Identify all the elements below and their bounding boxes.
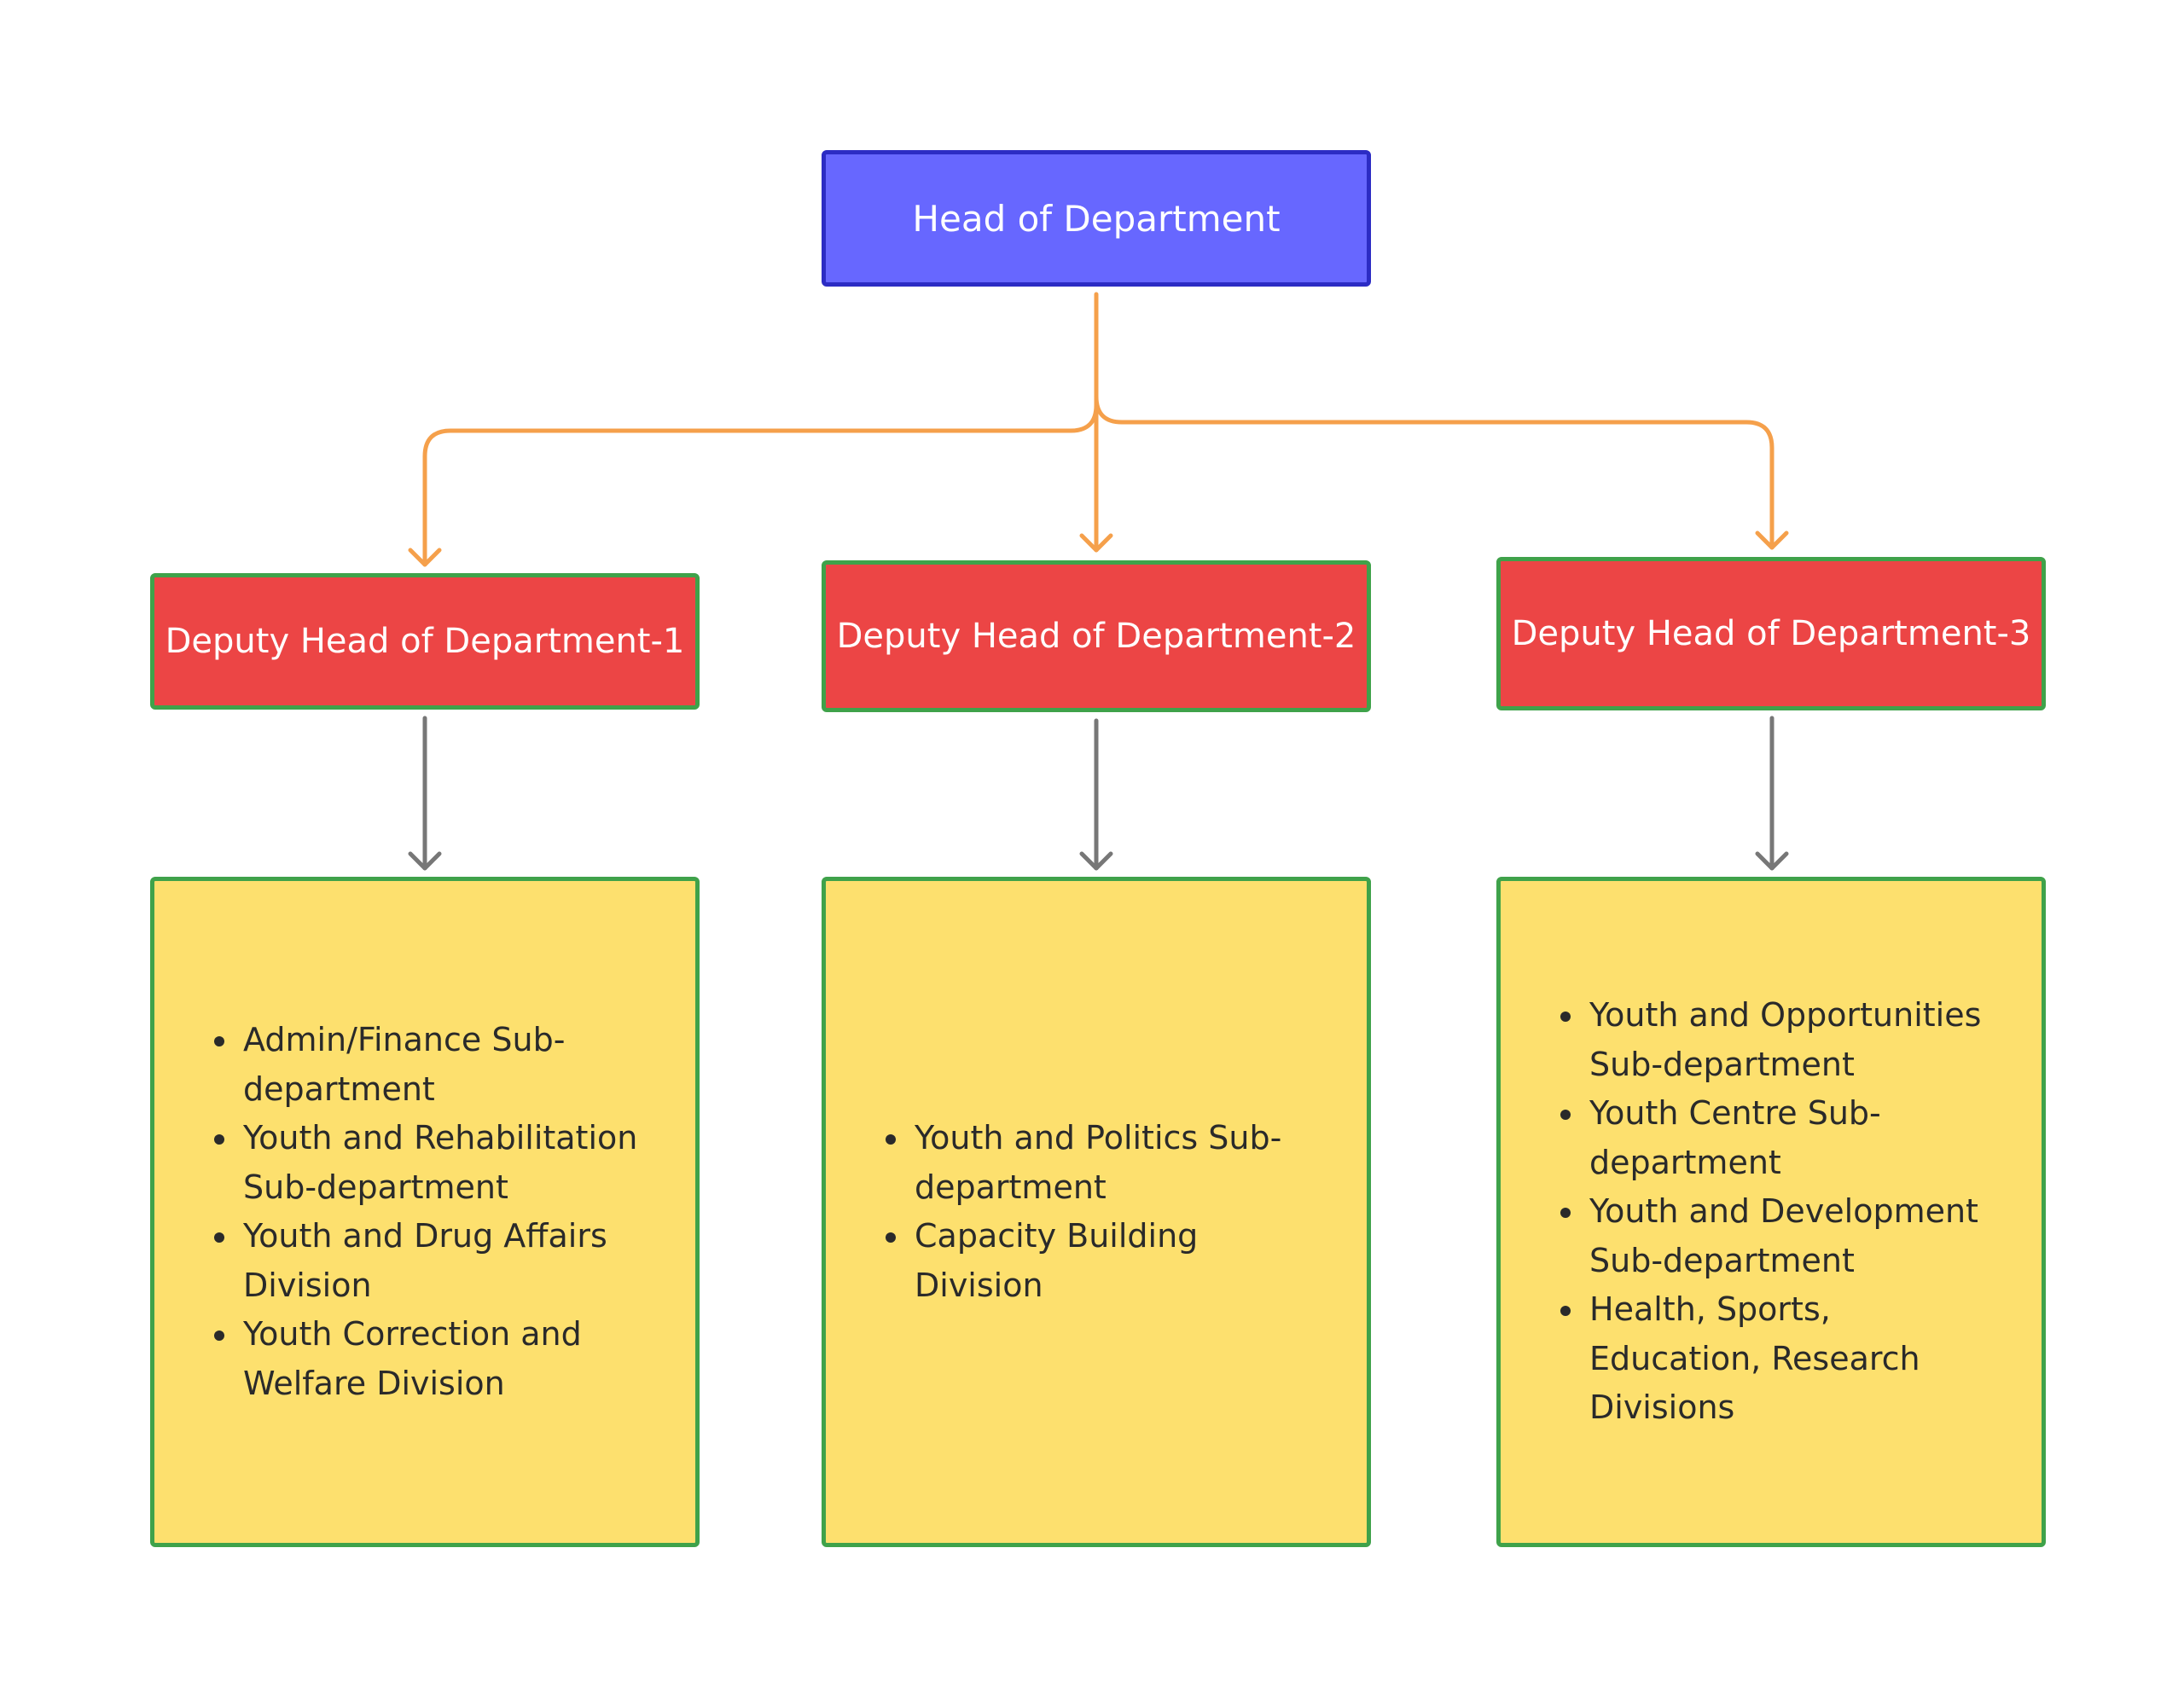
- head-of-department-label: Head of Department: [912, 197, 1281, 240]
- connector-arrowhead-division-2: [1079, 851, 1113, 871]
- divisions-2-list: Youth and Politics Sub-department Capaci…: [826, 1114, 1367, 1310]
- divisions-2-node: Youth and Politics Sub-department Capaci…: [822, 877, 1371, 1547]
- list-item: Youth and Opportunities Sub-department: [1586, 991, 2007, 1089]
- deputy-head-1-label: Deputy Head of Department-1: [165, 622, 685, 661]
- list-item: Health, Sports, Education, Research Divi…: [1586, 1285, 2007, 1433]
- connector-arrowhead-deputy-2: [1079, 533, 1113, 553]
- deputy-head-1-node: Deputy Head of Department-1: [150, 573, 700, 710]
- deputy-head-2-label: Deputy Head of Department-2: [836, 617, 1356, 656]
- connector-arrowhead-deputy-1: [408, 548, 442, 567]
- connector-arrowhead-division-3: [1755, 851, 1789, 871]
- connector-arrowhead-deputy-3: [1755, 530, 1789, 550]
- connector-head-to-deputy-1: [422, 403, 1099, 567]
- list-item: Capacity Building Division: [911, 1212, 1333, 1310]
- list-item: Youth and Politics Sub-department: [911, 1114, 1333, 1212]
- list-item: Youth and Rehabilitation Sub-department: [240, 1114, 661, 1212]
- list-item: Youth Centre Sub-department: [1586, 1089, 2007, 1187]
- divisions-1-node: Admin/Finance Sub-department Youth and R…: [150, 877, 700, 1547]
- head-of-department-node: Head of Department: [822, 150, 1371, 287]
- list-item: Youth and Drug Affairs Division: [240, 1212, 661, 1310]
- divisions-1-list: Admin/Finance Sub-department Youth and R…: [154, 1016, 695, 1408]
- connector-arrowhead-division-1: [408, 851, 442, 871]
- divisions-3-node: Youth and Opportunities Sub-department Y…: [1496, 877, 2046, 1547]
- deputy-head-3-node: Deputy Head of Department-3: [1496, 557, 2046, 710]
- divisions-3-list: Youth and Opportunities Sub-department Y…: [1501, 991, 2042, 1433]
- list-item: Admin/Finance Sub-department: [240, 1016, 661, 1114]
- deputy-head-2-node: Deputy Head of Department-2: [822, 560, 1371, 712]
- connector-head-to-deputy-3: [1094, 394, 1774, 550]
- deputy-head-3-label: Deputy Head of Department-3: [1511, 614, 2031, 653]
- list-item: Youth and Development Sub-department: [1586, 1187, 2007, 1285]
- list-item: Youth Correction and Welfare Division: [240, 1310, 661, 1408]
